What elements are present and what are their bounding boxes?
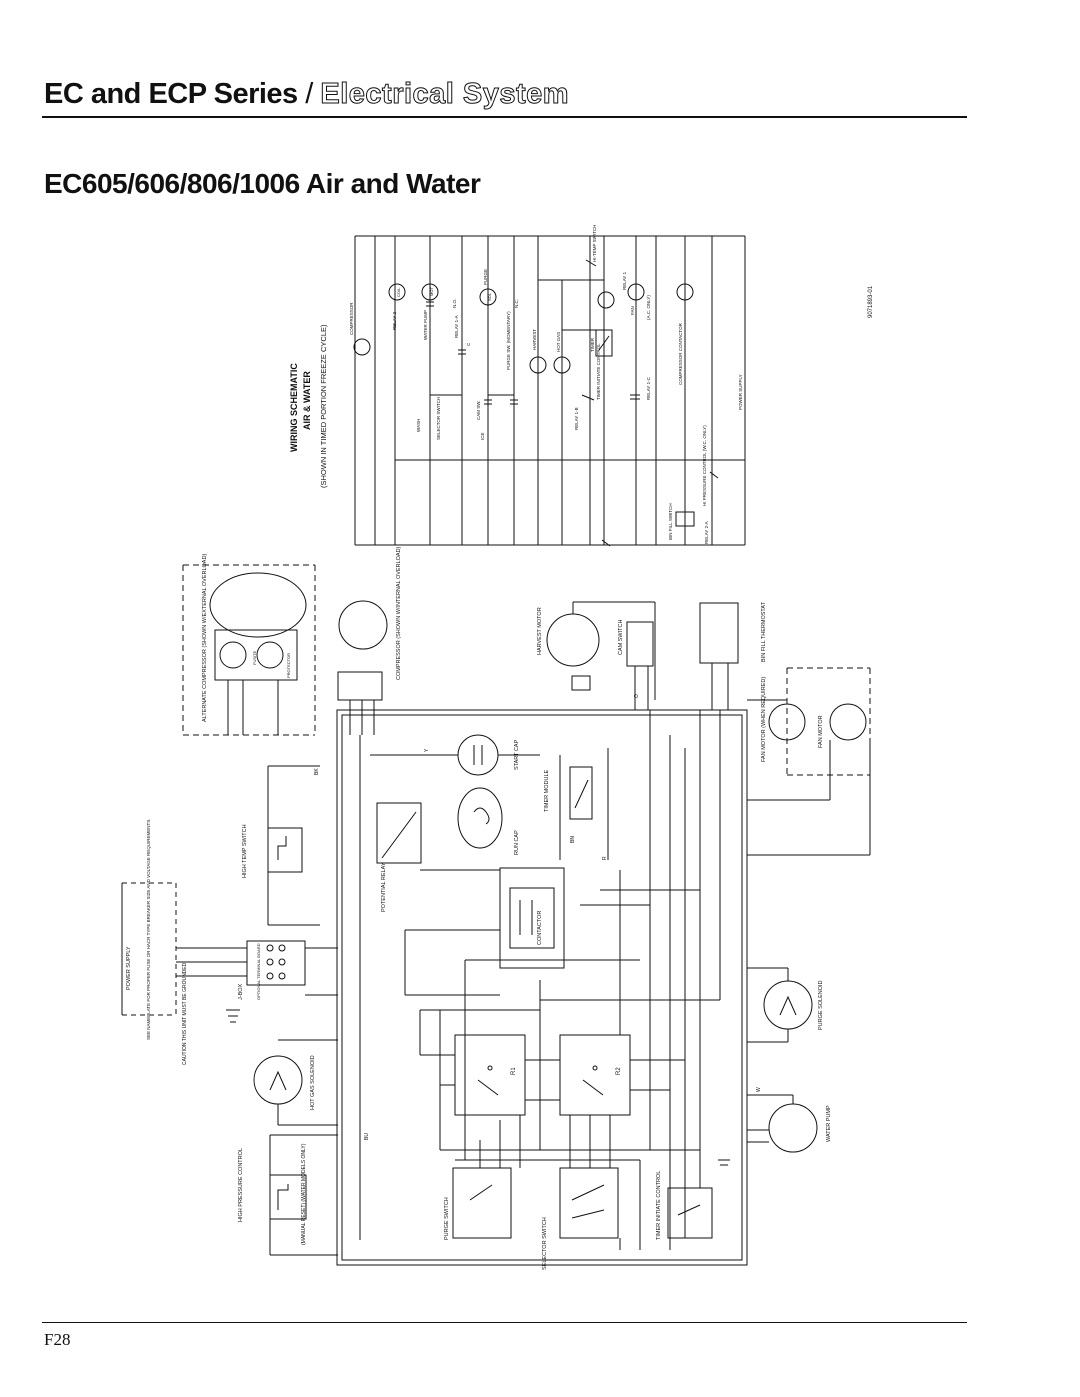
label-hot-gas: HOT GAS (556, 332, 561, 352)
label-power-supply-detail: SEE NAMEPLATE FOR PROPER FUSE OR HACR TY… (146, 819, 151, 1040)
alternate-compressor (182, 564, 316, 736)
label-cam-sw: CAM SW. (476, 400, 481, 420)
label-jbox: J-BOX (238, 983, 244, 1000)
label-water-pump: WATER PUMP (826, 1105, 832, 1142)
label-potential-relay: POTENTIAL RELAY (381, 862, 387, 912)
label-optional-terminal: OPTIONAL TERMINAL BOARD (256, 943, 261, 1000)
label-purge-switch: PURGE SWITCH (444, 1197, 450, 1240)
label-compressor-overload: COMPRESSOR (SHOWN W/INTERNAL OVERLOAD) (396, 546, 402, 680)
label-timer-module: TIMER MODULE (544, 770, 550, 813)
alt-compressor-body (209, 572, 307, 638)
label-high-pressure-control: HIGH PRESSURE CONTROL (238, 1148, 244, 1222)
label-purge: PURGE (483, 269, 488, 285)
label-high-temp-switch: HIGH TEMP SWITCH (242, 824, 248, 878)
label-contactor: CONTACTOR (537, 911, 543, 945)
wire-color-o: O (634, 694, 640, 698)
schematic-title: WIRING SCHEMATIC (289, 363, 299, 452)
label-relay-1a: RELAY 1-A (454, 315, 459, 338)
label-purge-solenoid: PURGE SOLENOID (818, 980, 824, 1030)
label-bin-fill-thermostat: BIN FILL THERMOSTAT (761, 601, 767, 662)
label-sol: SOL (487, 292, 492, 301)
schematic-power-supply: POWER SUPPLY (738, 374, 743, 410)
label-water-pump: WATER PUMP (423, 310, 428, 340)
label-relay-1c: RELAY 1-C (646, 376, 651, 400)
label-harvest-motor: HARVEST MOTOR (537, 607, 543, 655)
label-timer-initiate-control: TIMER INITIATE CONTROL (656, 1171, 662, 1240)
compressor-body (338, 600, 388, 650)
header-series: EC and ECP Series (44, 78, 298, 110)
label-hi-pressure: HI PRESSURE CONTROL (W.C. ONLY) (702, 425, 707, 506)
label-compressor: COMPRESSOR (349, 302, 354, 335)
schematic-labels: WIRING SCHEMATIC AIR & WATER (SHOWN IN T… (289, 225, 874, 544)
label-c: C (466, 342, 471, 346)
wiring-labels: ALTERNATE COMPRESSOR (SHOWN W/EXTERNAL O… (126, 546, 832, 1270)
label-timer: TIMER (590, 337, 595, 352)
label-nc: N.C. (514, 299, 519, 308)
label-purge-sw: PURGE SW. (MOMENTARY) (506, 311, 511, 370)
header-section: Electrical System (320, 78, 570, 111)
footer-rule (42, 1322, 967, 1323)
control-box (336, 709, 748, 1266)
ladder-schematic (353, 235, 746, 547)
label-harvest: HARVEST (532, 329, 537, 350)
label-fan-motor: FAN MOTOR (818, 715, 824, 748)
label-no: N.O. (452, 299, 457, 308)
label-relay-r2: R2 (616, 1067, 622, 1075)
schematic-note: (SHOWN IN TIMED PORTION FREEZE CYCLE) (319, 324, 328, 488)
label-fan-motor-when-required: FAN MOTOR (WHEN REQUIRED) (761, 677, 767, 762)
page-header: EC and ECP Series / Electrical System (42, 76, 967, 118)
label-relay-2a: RELAY 2-A (704, 521, 709, 544)
label-cam-switch: CAM SWITCH (618, 620, 624, 655)
label-coil: COIL (396, 287, 401, 297)
page-number: F28 (44, 1330, 71, 1349)
label-relay2: RELAY 2 (392, 311, 397, 330)
schematic-subtitle: AIR & WATER (302, 371, 312, 430)
label-mot: MOT (429, 287, 434, 296)
label-fusite: FUSITE (252, 650, 257, 665)
wire-color-w: W (756, 1087, 762, 1092)
wire-color-bk: BK (314, 768, 320, 775)
page-subtitle: EC605/606/806/1006 Air and Water (44, 168, 481, 199)
label-bin-fill: BIN FILL SWITCH (668, 503, 673, 540)
label-relay-r1: R1 (511, 1067, 517, 1075)
label-run-cap: RUN CAP (514, 830, 520, 855)
header-title: EC and ECP Series / Electrical System (44, 78, 569, 111)
label-manual-reset: (MANUAL RESET) (WATER MODELS ONLY) (301, 1143, 307, 1245)
label-fan: FAN (630, 306, 635, 315)
label-relay-1b: RELAY 1-B (574, 407, 579, 430)
label-power-supply: POWER SUPPLY (126, 946, 132, 990)
label-ice: ICE (480, 432, 485, 440)
wire-color-bn: BN (570, 836, 576, 843)
label-selector-switch: SELECTOR SWITCH (436, 397, 441, 440)
label-timer-initiate: TIMER INITIATE CONTROL (596, 343, 601, 400)
label-alt-compressor: ALTERNATE COMPRESSOR (SHOWN W/EXTERNAL O… (202, 554, 208, 722)
label-relay1: RELAY 1 (622, 271, 627, 290)
label-compressor-contactor: COMPRESSOR CONTACTOR (678, 322, 683, 385)
wire-color-r: R (602, 856, 608, 860)
wire-color-y: Y (424, 748, 430, 752)
wire-color-bu: BU (364, 1133, 370, 1140)
label-hot-gas-solenoid: HOT GAS SOLENOID (310, 1055, 316, 1110)
label-hi-temp: HI-TEMP SWITCH (592, 225, 597, 262)
label-start-cap: START CAP (514, 739, 520, 770)
label-protector: PROTECTOR (286, 653, 291, 678)
label-selector-switch-wiring: SELECTOR SWITCH (542, 1217, 548, 1270)
header-separator: / (305, 78, 313, 110)
schematic-part-number: 9071893-01 (868, 285, 874, 318)
label-caution: CAUTION THIS UNIT MUST BE GROUNDED (182, 962, 188, 1065)
label-ac-only: (A.C. ONLY) (646, 295, 651, 320)
label-wash: WASH (416, 419, 421, 432)
